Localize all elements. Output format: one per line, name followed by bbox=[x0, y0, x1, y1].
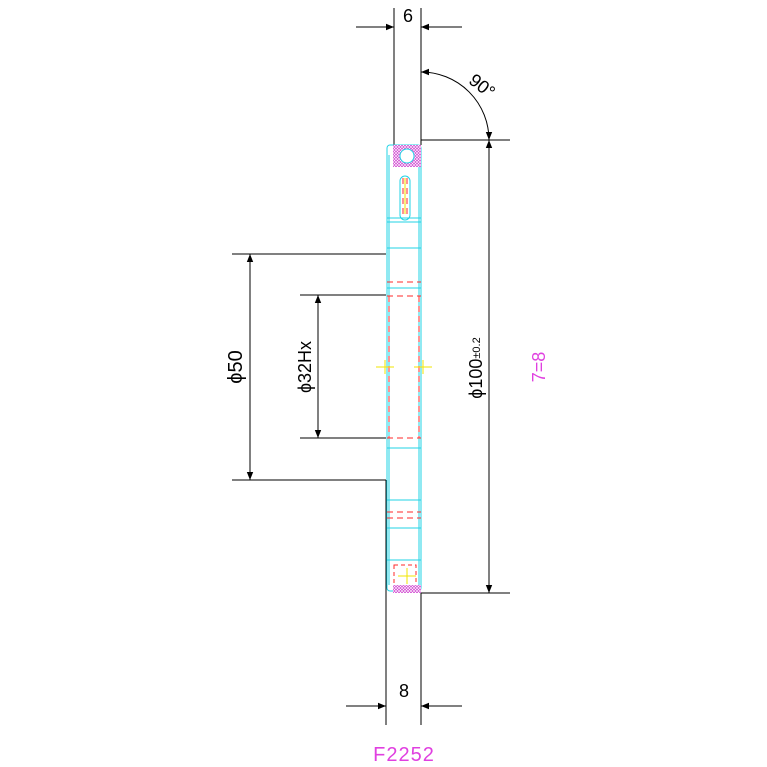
inner-diameter-label: ϕ32Hx bbox=[295, 341, 315, 393]
outer-diameter-label: ϕ100 bbox=[466, 359, 486, 399]
top-width-dimension: 6 bbox=[356, 6, 462, 31]
teeth-label: 7=8 bbox=[529, 352, 549, 383]
part-outline bbox=[386, 144, 422, 592]
bottom-width-dimension: 8 bbox=[346, 681, 462, 710]
bottom-width-label: 8 bbox=[399, 681, 409, 701]
angle-dimension: 90° bbox=[420, 68, 499, 141]
bore-diameter-dimension: ϕ50 bbox=[225, 254, 254, 480]
bearing-section bbox=[393, 145, 421, 593]
angle-label: 90° bbox=[465, 70, 499, 103]
outer-diameter-dimension: ϕ100±0.2 bbox=[466, 140, 493, 593]
profile-lines bbox=[232, 8, 510, 725]
hidden-lines bbox=[387, 178, 421, 588]
outer-tolerance-label: ±0.2 bbox=[471, 337, 483, 358]
part-number-label: F2252 bbox=[373, 744, 435, 766]
center-marks bbox=[376, 178, 432, 584]
bore-diameter-label: ϕ50 bbox=[225, 350, 247, 383]
teeth-annotation: 7=8 bbox=[529, 352, 549, 383]
top-width-label: 6 bbox=[403, 6, 413, 26]
inner-diameter-dimension: ϕ32Hx bbox=[295, 295, 322, 438]
svg-text:ϕ100±0.2: ϕ100±0.2 bbox=[466, 337, 486, 398]
